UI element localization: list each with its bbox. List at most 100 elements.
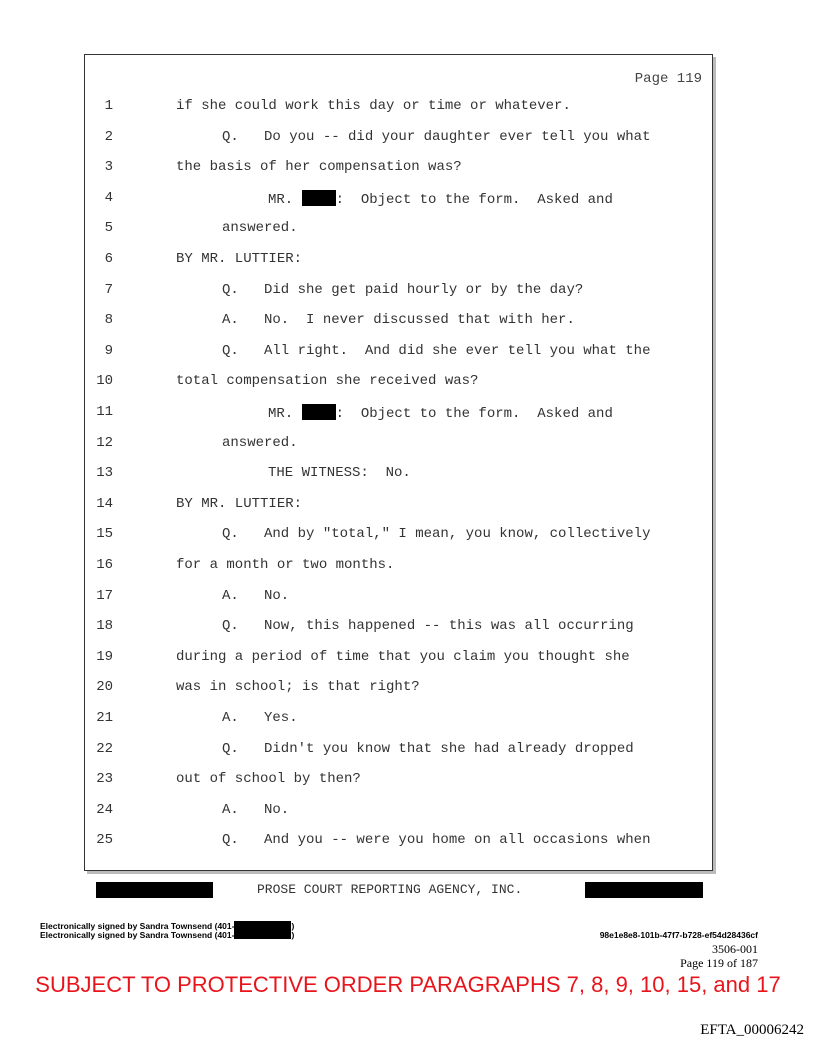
line-text: MR. : Object to the form. Asked and [268, 404, 613, 422]
line-text-main: MR. [268, 191, 302, 208]
line-number: 13 [96, 465, 113, 482]
line-text: Q. Do you -- did your daughter ever tell… [222, 129, 650, 145]
line-text: during a period of time that you claim y… [176, 649, 630, 665]
line-text-main: A. No. [222, 801, 290, 818]
signature-text: Electronically signed by Sandra Townsend… [40, 930, 235, 940]
line-number: 25 [96, 832, 113, 849]
transcript-line: 19 during a period of time that you claim… [85, 649, 685, 669]
line-number: 5 [104, 220, 113, 237]
line-text: out of school by then? [176, 771, 361, 787]
line-text: if she could work this day or time or wh… [176, 98, 571, 114]
transcript-line: 22 Q. Didn't you know that she had alread… [85, 741, 685, 761]
signature-line: Electronically signed by Sandra Townsend… [40, 930, 294, 940]
signature-line: Electronically signed by Sandra Townsend… [40, 921, 294, 931]
line-text-main: Q. Didn't you know that she had already … [222, 740, 634, 757]
signature-close: ) [291, 930, 295, 940]
transcript-line: 11 MR. : Object to the form. Asked and [85, 404, 685, 424]
line-number: 17 [96, 587, 113, 604]
line-number: 6 [104, 251, 113, 267]
transcript-line: 12 answered. [85, 435, 685, 455]
line-number: 4 [104, 189, 113, 206]
line-text-main: the basis of her compensation was? [176, 159, 462, 176]
line-text-main: A. No. [222, 587, 290, 604]
line-text: Q. Did she get paid hourly or by the day… [222, 282, 583, 298]
line-number: 16 [96, 557, 113, 573]
line-text: BY MR. LUTTIER: [176, 496, 302, 512]
line-text-main: Q. And you -- were you home on all occas… [222, 832, 651, 849]
page-count: Page 119 of 187 [680, 956, 758, 970]
transcript-line: 10 total compensation she received was? [85, 373, 685, 393]
line-text: answered. [222, 220, 298, 236]
line-number: 19 [96, 648, 113, 665]
line-text-main: if she could work this day or time or wh… [176, 98, 571, 114]
line-number: 12 [96, 434, 113, 451]
agency-name: PROSE COURT REPORTING AGENCY, INC. [257, 882, 523, 897]
redaction-bar [301, 404, 336, 420]
line-text: was in school; is that right? [176, 679, 420, 695]
transcript-line: 17 A. No. [85, 588, 685, 608]
line-text-main: A. Yes. [222, 710, 298, 726]
transcript-line: 6 BY MR. LUTTIER: [85, 251, 685, 271]
line-text: Q. And you -- were you home on all occas… [222, 832, 650, 848]
line-text-main: BY MR. LUTTIER: [176, 251, 303, 267]
case-number: 3506-001 [712, 942, 758, 956]
transcript-page: Page 119 1 if she could work this day or … [84, 54, 713, 871]
line-text: Q. Didn't you know that she had already … [222, 741, 634, 757]
line-number: 11 [96, 404, 113, 420]
signature-text: Electronically signed by Sandra Townsend… [40, 921, 235, 931]
line-number: 20 [96, 679, 113, 696]
line-text-main: BY MR. LUTTIER: [176, 495, 303, 512]
line-number: 15 [96, 526, 113, 543]
line-text: A. Yes. [222, 710, 298, 726]
line-text-main: MR. [268, 406, 302, 422]
line-number: 3 [104, 159, 113, 176]
line-text-main: Q. Do you -- did your daughter ever tell… [222, 128, 651, 145]
line-text: Q. And by "total," I mean, you know, col… [222, 526, 650, 542]
line-text-main: total compensation she received was? [176, 373, 479, 390]
line-text: BY MR. LUTTIER: [176, 251, 302, 267]
line-number: 21 [96, 710, 113, 726]
signature-close: ) [291, 921, 295, 931]
transcript-line: 7 Q. Did she get paid hourly or by the da… [85, 282, 685, 302]
line-number: 7 [104, 281, 113, 298]
transcript-line: 5 answered. [85, 220, 685, 240]
document-hash: 98e1e8e8-101b-47f7-b728-ef54d28436cf [599, 930, 758, 940]
line-text: THE WITNESS: No. [268, 465, 411, 481]
line-text: A. No. I never discussed that with her. [222, 312, 575, 328]
transcript-line: 8 A. No. I never discussed that with her. [85, 312, 685, 332]
redaction-bar [234, 930, 292, 939]
redaction-bar [585, 882, 703, 898]
transcript-line: 1 if she could work this day or time or w… [85, 98, 685, 118]
transcript-line: 21 A. Yes. [85, 710, 685, 730]
transcript-line: 4 MR. : Object to the form. Asked and [85, 189, 685, 210]
line-text: answered. [222, 435, 298, 451]
line-text: MR. : Object to the form. Asked and [268, 189, 613, 208]
line-number: 1 [104, 98, 113, 114]
redaction-bar [96, 882, 213, 898]
line-text: A. No. [222, 588, 289, 604]
redaction-bar [234, 921, 292, 930]
line-text-main: Q. All right. And did she ever tell you … [222, 342, 651, 359]
bates-number: EFTA_00006242 [700, 1022, 804, 1038]
line-text-main: A. No. I never discussed that with her. [222, 312, 575, 329]
line-number: 18 [96, 618, 113, 635]
transcript-line: 3 the basis of her compensation was? [85, 159, 685, 179]
line-text-main: during a period of time that you claim y… [176, 648, 630, 665]
line-text-main: THE WITNESS: No. [268, 465, 411, 482]
transcript-line: 13 THE WITNESS: No. [85, 465, 685, 485]
line-number: 10 [96, 373, 113, 390]
line-text-main: answered. [222, 434, 298, 451]
redaction-bar [301, 189, 336, 206]
line-number: 8 [104, 312, 113, 329]
line-text-main: Q. And by "total," I mean, you know, col… [222, 526, 651, 543]
page-header: Page 119 [634, 71, 702, 87]
line-number: 22 [96, 740, 113, 757]
transcript-line: 20 was in school; is that right? [85, 679, 685, 699]
